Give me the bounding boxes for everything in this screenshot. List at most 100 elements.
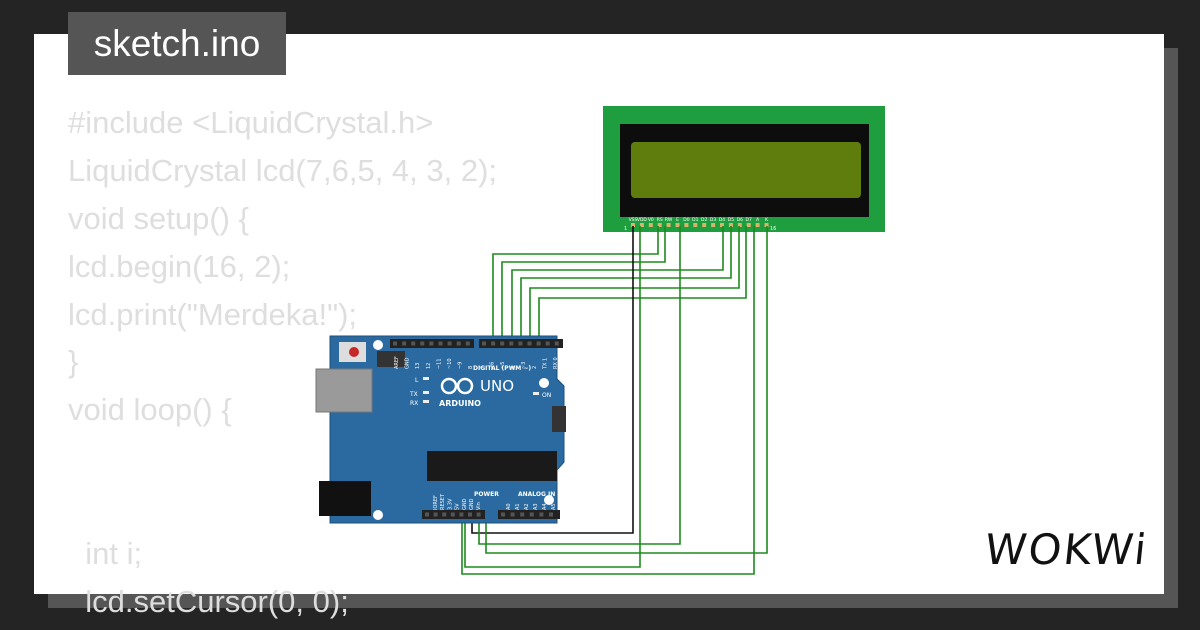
header-pin[interactable] [536,341,541,346]
header-pin[interactable] [425,512,429,517]
header-pin[interactable] [393,341,397,346]
code-line: void loop() { [68,392,232,428]
lcd-pin-label: V0 [648,217,654,223]
reset-button[interactable] [349,347,359,357]
header-pin[interactable] [411,341,416,346]
lcd-pin[interactable] [639,223,644,227]
pin-label: A0 [506,503,512,510]
header-pin[interactable] [456,341,461,346]
pin-label: ~11 [436,358,442,369]
preview-card: #include <LiquidCrystal.h> LiquidCrystal… [34,34,1164,619]
wire-d6[interactable] [529,226,740,344]
pin-label: 4 [511,366,517,369]
pin-label: A3 [533,503,539,510]
header-pin[interactable] [510,512,515,517]
lcd-pin[interactable] [737,223,742,227]
wire-d5[interactable] [520,226,732,344]
lcd-pin[interactable] [720,223,724,227]
header-pin[interactable] [520,512,525,517]
code-line: int i; [68,536,143,572]
header-pin[interactable] [459,512,464,517]
atmega-chip [427,451,557,481]
header-pin[interactable] [529,512,534,517]
lcd-pin[interactable] [684,223,689,227]
header-pin[interactable] [468,512,472,517]
header-pin[interactable] [501,512,505,517]
icsp-header [377,351,405,367]
lcd-pin-label: D5 [728,217,734,223]
code-line: void setup() { [68,200,249,236]
wire-d4[interactable] [511,226,724,344]
header-pin[interactable] [491,341,496,346]
lcd-pin[interactable] [702,223,707,227]
wire-vss-gnd[interactable] [471,226,634,534]
lcd-pin[interactable] [746,223,751,227]
pin-label: 3.3V [447,498,453,510]
header-pin[interactable] [545,341,550,346]
header-pin[interactable] [465,341,470,346]
wire-rw-gnd[interactable] [478,226,681,545]
lcd-pin[interactable] [755,223,760,227]
led-on-label: ON [542,392,551,399]
lcd-pin[interactable] [764,223,769,227]
header-pin[interactable] [509,341,514,346]
wire-vdd-5v[interactable] [464,226,641,568]
led-tx-label: TX [409,391,418,398]
arduino-brand: ARDUINO [439,399,481,408]
header-pin[interactable] [402,341,407,346]
wire-k-gnd[interactable] [485,226,768,554]
pin-label: 5V [455,503,461,510]
header-pin[interactable] [450,512,455,517]
header-pin[interactable] [549,512,553,517]
arduino-logo-icon [456,377,474,395]
header-pin[interactable] [438,341,443,346]
header-pin[interactable] [429,341,434,346]
wire-rs[interactable] [492,226,659,344]
mount-hole [373,510,383,520]
header-pin[interactable] [518,341,523,346]
lcd-pin[interactable] [666,223,671,227]
led-l-label: L [415,377,419,384]
pin-label: GND [469,498,475,510]
lcd-pin[interactable] [648,223,653,227]
pin-label: 8 [468,366,474,369]
pin-label: RX 0 [553,357,559,369]
header-pins [393,341,559,517]
lcd-pin-label: D7 [746,217,752,223]
header-pin[interactable] [447,341,452,346]
pin-label: A1 [515,503,521,510]
lcd-pin[interactable] [693,223,698,227]
header-pin[interactable] [482,341,486,346]
pin-label: Vin [476,502,482,510]
lcd-pin-label: K [765,217,769,223]
header-pin[interactable] [442,512,447,517]
sketch-filename-title: sketch.ino [68,12,286,75]
header-pin[interactable] [539,512,544,517]
header-pin[interactable] [500,341,505,346]
lcd-pin-label: VDD [637,217,648,223]
code-line: lcd.begin(16, 2); [68,248,291,284]
mount-hole [539,378,549,388]
lcd-pin[interactable] [657,223,662,227]
wire-d7[interactable] [538,226,747,344]
arduino-uno[interactable]: ARDUINO UNO DIGITAL (PWM ~) POWER ANALOG… [315,335,566,524]
header-pin[interactable] [527,341,532,346]
pin-label: 12 [426,363,432,369]
lcd-pin[interactable] [728,223,733,227]
header-pin[interactable] [420,341,425,346]
lcd-pin[interactable] [631,223,635,227]
header-pin[interactable] [433,512,438,517]
wire-a-5v[interactable] [461,226,755,575]
header-pin[interactable] [554,341,559,346]
lcd-pin[interactable] [711,223,716,227]
lcd-pin[interactable] [675,223,680,227]
lcd-pin-label: E [676,217,679,223]
lcd-pin-label: RW [665,217,673,223]
header-pin[interactable] [476,512,481,517]
wire-e[interactable] [501,226,666,344]
pin-label: ~9 [458,362,464,369]
led-on [533,392,539,395]
